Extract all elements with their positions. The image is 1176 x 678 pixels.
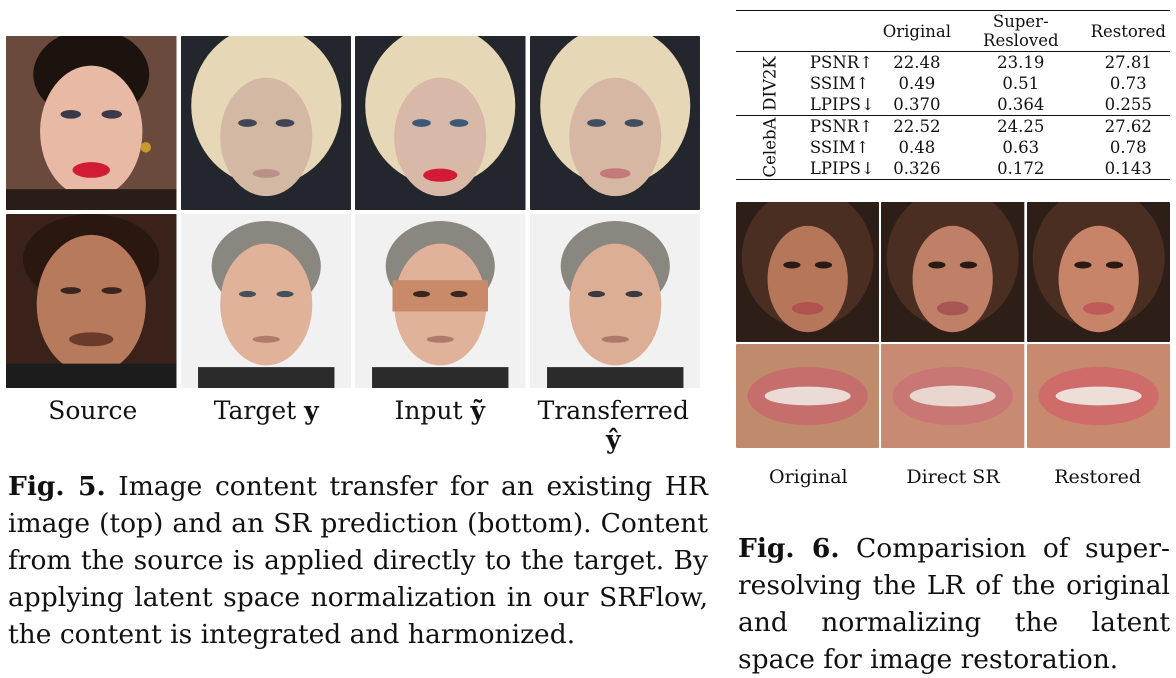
fig6-original-mouth-crop	[736, 344, 880, 448]
column-label-transferred: Transferred ŷ	[537, 396, 689, 454]
symbol-y-tilde: ỹ	[470, 396, 486, 425]
dataset-label-div2k: DIV2K	[760, 56, 780, 111]
dataset-label-celeba: CelebA	[760, 117, 780, 178]
fig6-direct-sr-face-image	[881, 202, 1025, 342]
header-restored: Restored	[1090, 21, 1166, 41]
header-super-resolved: Super-Resloved	[983, 12, 1059, 50]
fig5-source-top-image	[6, 36, 177, 210]
metrics-table: Original Super-Resloved Restored DIV2K P…	[736, 10, 1170, 180]
figure-5: Source Target y Input ỹ Transferred ŷ Fi…	[6, 36, 708, 653]
fig6-restored-face-image	[1026, 202, 1170, 342]
fig6-restored-mouth-crop	[1026, 344, 1170, 448]
figure-5-column-labels: Source Target y Input ỹ Transferred ŷ	[6, 396, 700, 454]
figure-6-caption: Fig. 6. Comparision of super-resolving t…	[738, 530, 1170, 678]
table-row: SSIM↑ 0.49 0.51 0.73	[809, 74, 1147, 93]
column-label-source: Source	[48, 396, 138, 425]
fig5-transferred-bottom-image	[529, 214, 700, 388]
table-row: SSIM↑ 0.48 0.63 0.78	[809, 138, 1147, 157]
header-original: Original	[882, 21, 952, 41]
column-label-target: Target y	[213, 396, 319, 425]
symbol-y-hat: ŷ	[605, 425, 621, 454]
fig5-target-top-image	[180, 36, 351, 210]
table-row: LPIPS↓ 0.370 0.364 0.255	[809, 95, 1152, 114]
column-label-restored: Restored	[1054, 466, 1142, 488]
figure-5-caption: Fig. 5. Image content transfer for an ex…	[8, 468, 708, 653]
symbol-y: y	[304, 396, 319, 425]
fig6-direct-sr-mouth-crop	[881, 344, 1025, 448]
fig5-input-bottom-image	[355, 214, 526, 388]
figure-6-label: Fig. 6.	[738, 533, 840, 564]
column-label-direct-sr: Direct SR	[906, 466, 1000, 488]
figure-6: Original Super-Resloved Restored DIV2K P…	[730, 0, 1176, 678]
fig5-target-bottom-image	[180, 214, 351, 388]
column-label-input: Input ỹ	[394, 396, 486, 425]
figure-6-caption-text: Comparision of super-resolving the LR of…	[738, 533, 1170, 675]
fig5-transferred-top-image	[529, 36, 700, 210]
figure-5-caption-text: Image content transfer for an existing H…	[8, 471, 708, 650]
table-row: LPIPS↓ 0.326 0.172 0.143	[736, 158, 1170, 180]
figure-6-column-labels: Original Direct SR Restored	[736, 466, 1170, 488]
table-row: CelebA PSNR↑ 22.52 24.25 27.62	[736, 115, 1170, 177]
fig6-original-face-image	[736, 202, 880, 342]
fig5-input-top-image	[355, 36, 526, 210]
table-row: DIV2K PSNR↑ 22.48 23.19 27.81	[736, 51, 1170, 111]
fig5-source-bottom-image	[6, 214, 177, 388]
figure-5-label: Fig. 5.	[8, 471, 106, 502]
column-label-original: Original	[769, 466, 848, 488]
figure-5-image-grid	[6, 36, 700, 388]
figure-6-image-grid	[736, 202, 1170, 448]
